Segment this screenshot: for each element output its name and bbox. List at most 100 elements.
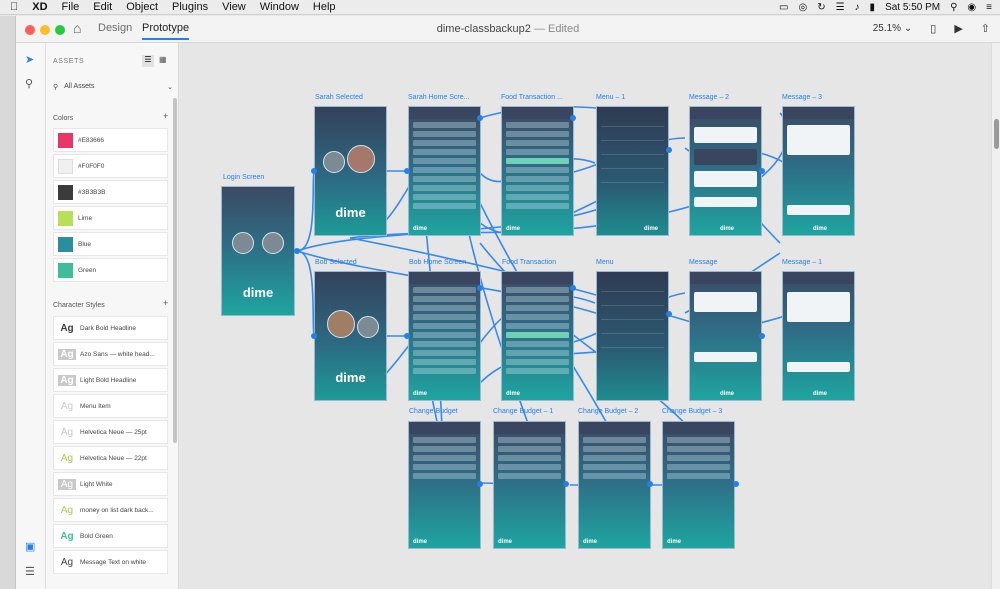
artboard-menu[interactable] <box>596 271 669 401</box>
color-asset[interactable]: Lime <box>53 206 168 230</box>
artboard-change-budget-2[interactable]: dime <box>578 421 651 549</box>
wire-handle[interactable] <box>733 481 739 487</box>
artboard-label-sarah-home[interactable]: Sarah Home Scre... <box>408 94 470 101</box>
wire-handle[interactable] <box>311 333 317 339</box>
artboard-bob-selected[interactable]: dime <box>314 271 387 401</box>
assets-panel-icon[interactable]: ▣ <box>25 541 36 553</box>
assets-scrollbar[interactable] <box>173 98 177 443</box>
zoom-level[interactable]: 25.1% ⌄ <box>872 23 913 34</box>
play-preview-icon[interactable]: ▶ <box>954 23 963 35</box>
artboard-label-menu-1[interactable]: Menu – 1 <box>596 94 626 101</box>
artboard-food-transaction-1[interactable]: dime <box>501 106 574 236</box>
avatar[interactable] <box>327 310 355 338</box>
siri-icon[interactable]: ◉ <box>967 2 977 13</box>
tab-prototype[interactable]: Prototype <box>142 22 190 40</box>
wire-handle[interactable] <box>759 168 765 174</box>
wire-handle[interactable] <box>477 285 483 291</box>
menu-plugins[interactable]: Plugins <box>163 1 208 13</box>
artboard-sarah-selected[interactable]: dime <box>314 106 387 236</box>
home-icon[interactable]: ⌂ <box>73 20 82 36</box>
color-asset[interactable]: #F0F0F0 <box>53 154 168 178</box>
canvas-vertical-scrollbar[interactable] <box>991 43 1000 589</box>
menubar-clock[interactable]: Sat 5:50 PM <box>885 2 941 13</box>
list-view-icon[interactable]: ☰ <box>142 55 154 67</box>
artboard-change-budget-1[interactable]: dime <box>493 421 566 549</box>
artboard-label-message-2[interactable]: Message – 2 <box>689 94 730 101</box>
wire-handle[interactable] <box>294 248 300 254</box>
apple-icon[interactable]:  <box>10 1 18 13</box>
device-preview-icon[interactable]: ▯ <box>930 23 937 35</box>
artboard-change-budget[interactable]: dime <box>408 421 481 549</box>
time-machine-icon[interactable]: ↻ <box>817 2 826 13</box>
avatar[interactable] <box>262 232 284 254</box>
design-canvas[interactable]: Login Screen Sarah Selected Sarah Home S… <box>180 43 991 589</box>
close-window-button[interactable] <box>25 25 35 35</box>
artboard-label-food-transaction[interactable]: Food Transaction <box>502 259 557 266</box>
screen-share-icon[interactable]: ▭ <box>779 2 789 13</box>
artboard-label-change-budget-3[interactable]: Change Budget – 3 <box>662 408 723 415</box>
artboard-label-change-budget-1[interactable]: Change Budget – 1 <box>493 408 554 415</box>
menu-object[interactable]: Object <box>117 1 158 13</box>
wire-handle[interactable] <box>647 481 653 487</box>
artboard-label-change-budget-2[interactable]: Change Budget – 2 <box>578 408 639 415</box>
grid-view-icon[interactable]: ▦ <box>159 55 167 64</box>
wire-handle[interactable] <box>570 115 576 121</box>
artboard-change-budget-3[interactable]: dime <box>662 421 735 549</box>
artboard-login-screen[interactable]: dime <box>221 186 295 316</box>
artboard-label-message-3[interactable]: Message – 3 <box>782 94 823 101</box>
wire-handle[interactable] <box>477 115 483 121</box>
notification-center-icon[interactable]: ≡ <box>986 2 992 13</box>
artboard-label-message[interactable]: Message <box>689 259 718 266</box>
share-icon[interactable]: ⇧ <box>980 23 990 35</box>
menu-view[interactable]: View <box>213 1 246 13</box>
zoom-window-button[interactable] <box>55 25 65 35</box>
artboard-label-bob-selected[interactable]: Bob Selected <box>315 259 357 266</box>
color-asset[interactable]: Blue <box>53 232 168 256</box>
artboard-label-food-transaction-1[interactable]: Food Transaction ... <box>501 94 563 101</box>
wire-handle[interactable] <box>563 481 569 487</box>
creative-cloud-icon[interactable]: ◎ <box>798 2 808 13</box>
add-character-style-icon[interactable]: + <box>163 298 169 308</box>
wire-handle[interactable] <box>404 333 410 339</box>
artboard-message-3[interactable]: dime <box>782 106 855 236</box>
wire-handle[interactable] <box>311 168 317 174</box>
artboard-label-message-1[interactable]: Message – 1 <box>782 259 823 266</box>
artboard-food-transaction[interactable]: dime <box>501 271 574 401</box>
add-color-icon[interactable]: + <box>163 111 169 121</box>
artboard-label-login[interactable]: Login Screen <box>223 174 265 181</box>
artboard-label-sarah-selected[interactable]: Sarah Selected <box>315 94 363 101</box>
minimize-window-button[interactable] <box>40 25 50 35</box>
artboard-label-change-budget[interactable]: Change Budget <box>409 408 458 415</box>
artboard-message[interactable]: dime <box>689 271 762 401</box>
wire-handle[interactable] <box>666 147 672 153</box>
assets-filter-dropdown[interactable]: ⚲ All Assets ⌄ <box>53 83 173 91</box>
avatar[interactable] <box>232 232 254 254</box>
zoom-tool-icon[interactable]: ⚲ <box>25 78 34 90</box>
color-asset[interactable]: #3B3B3B <box>53 180 168 204</box>
wire-handle[interactable] <box>477 481 483 487</box>
scrollbar-thumb[interactable] <box>994 119 999 149</box>
menu-window[interactable]: Window <box>251 1 299 13</box>
wifi-icon[interactable]: ☰ <box>835 2 845 13</box>
avatar[interactable] <box>323 151 345 173</box>
menu-edit[interactable]: Edit <box>85 1 112 13</box>
artboard-label-menu[interactable]: Menu <box>596 259 614 266</box>
wire-handle[interactable] <box>404 168 410 174</box>
artboard-message-2[interactable]: dime <box>689 106 762 236</box>
menu-app-name[interactable]: XD <box>24 1 47 13</box>
wire-handle[interactable] <box>759 333 765 339</box>
spotlight-icon[interactable]: ⚲ <box>950 2 958 13</box>
wire-handle[interactable] <box>570 285 576 291</box>
tab-design[interactable]: Design <box>98 22 133 34</box>
layers-panel-icon[interactable]: ☰ <box>25 566 35 578</box>
artboard-menu-1[interactable]: dime <box>596 106 669 236</box>
